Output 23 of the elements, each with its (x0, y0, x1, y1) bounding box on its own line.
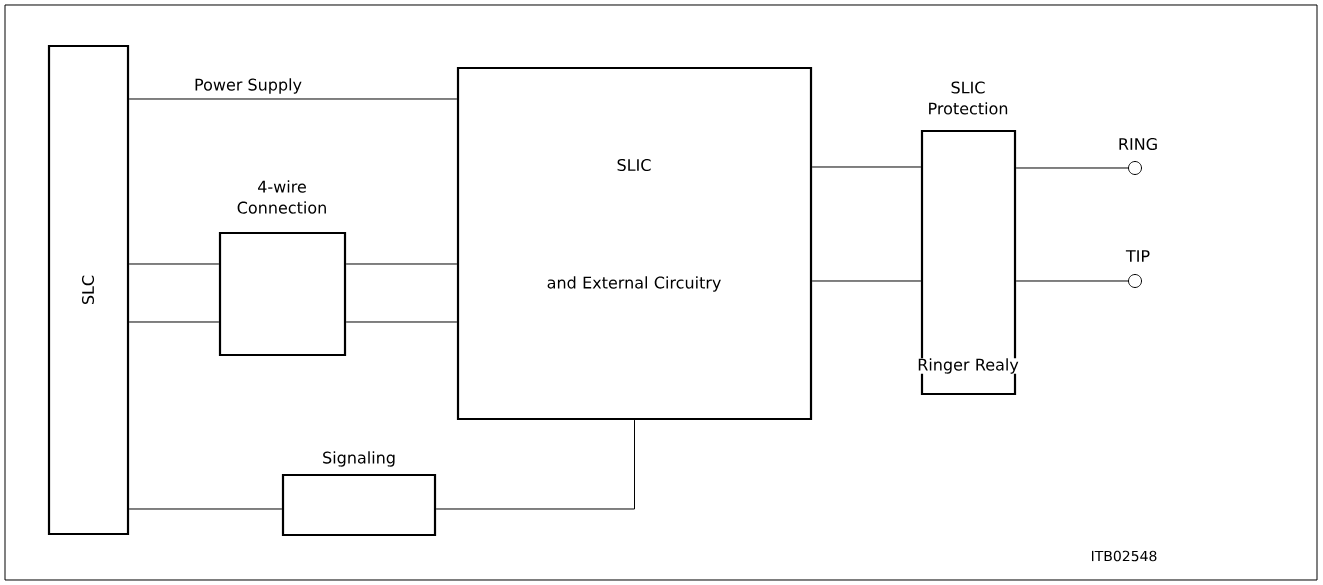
connector-line (1015, 167, 1129, 169)
bus-bar: SLC (47, 44, 130, 536)
node-label: RING (1119, 137, 1157, 151)
edge-label: Power Supply (195, 78, 302, 94)
connector-line (128, 508, 283, 510)
connector-line (1015, 280, 1129, 282)
block-box: SLIC Protection Ringer Realy (866, 81, 1070, 396)
connector-line (811, 280, 922, 282)
block-box: Signaling (281, 451, 437, 537)
node-label: Signaling (323, 451, 395, 467)
connector-line (128, 263, 220, 265)
node-label: SLIC Protection (929, 81, 1008, 115)
connector-line (128, 321, 220, 323)
connector-line (128, 98, 458, 100)
block-box: SLIC and External Circuitry (456, 66, 813, 421)
figure-code: ITB02548 (1091, 550, 1157, 562)
node-label: TIP (1125, 250, 1150, 262)
connector-line (345, 321, 458, 323)
connector-line (345, 263, 458, 265)
connector-line (811, 166, 922, 168)
node-label: 4-wire Connection (237, 180, 326, 214)
connector-line (435, 419, 635, 510)
block-box: 4-wire Connection (218, 180, 347, 357)
